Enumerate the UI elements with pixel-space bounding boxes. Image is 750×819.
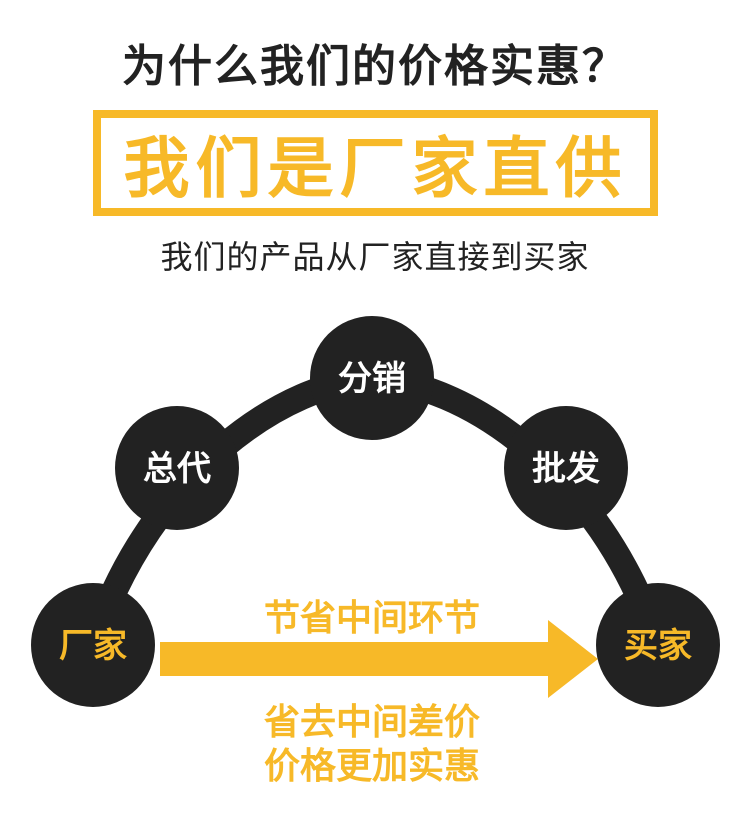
- node-distributor-label: 分销: [338, 359, 406, 399]
- node-wholesale: 批发: [504, 406, 628, 530]
- direct-arrow: [160, 620, 598, 698]
- node-buyer: 买家: [596, 583, 720, 707]
- node-buyer-label: 买家: [624, 626, 692, 666]
- node-distributor: 分销: [310, 316, 434, 440]
- node-wholesale-label: 批发: [532, 449, 600, 489]
- node-factory-label: 厂家: [59, 626, 127, 666]
- arrow-bottom-line2: 价格更加实惠: [264, 746, 480, 787]
- page-title: 为什么我们的价格实惠？: [122, 41, 628, 92]
- subtitle: 我们的产品从厂家直接到买家: [160, 238, 590, 276]
- arrow-bottom-line1: 省去中间差价: [264, 702, 480, 743]
- banner-text: 我们是厂家直供: [123, 130, 628, 207]
- node-general-agent-label: 总代: [143, 449, 211, 489]
- node-factory: 厂家: [31, 583, 155, 707]
- arrow-top-label: 节省中间环节: [264, 598, 480, 639]
- node-general-agent: 总代: [115, 406, 239, 530]
- banner-box: 我们是厂家直供: [93, 110, 658, 216]
